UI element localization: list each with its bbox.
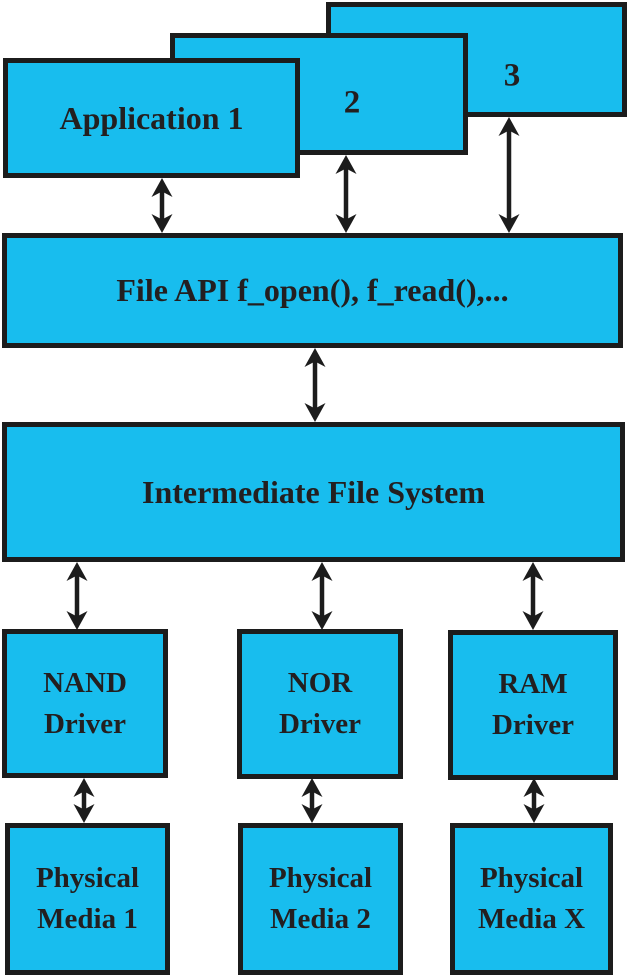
double-arrow-icon [66, 562, 88, 630]
application-2-label: 2 [343, 84, 361, 121]
nor-driver-label: NOR Driver [278, 667, 362, 740]
intermediate-file-system-box: Intermediate File System [2, 422, 625, 562]
application-1-label: Application 1 [59, 99, 244, 136]
ram-driver-box: RAM Driver [448, 630, 618, 780]
nor-driver-box: NOR Driver [237, 629, 403, 779]
physical-media-x-box: Physical Media X [450, 823, 613, 975]
application-3-label: 3 [503, 57, 521, 94]
file-api-box: File API f_open(), f_read(),... [2, 233, 623, 348]
nand-driver-box: NAND Driver [2, 629, 168, 778]
double-arrow-icon [301, 778, 323, 823]
double-arrow-icon [335, 155, 357, 233]
double-arrow-icon [73, 778, 95, 823]
double-arrow-icon [304, 348, 326, 422]
double-arrow-icon [522, 562, 544, 630]
double-arrow-icon [311, 562, 333, 630]
nand-driver-label: NAND Driver [43, 666, 127, 740]
physical-media-1-label: Physical Media 1 [35, 862, 140, 935]
double-arrow-icon [498, 117, 520, 233]
intermediate-file-system-label: Intermediate File System [141, 473, 485, 510]
physical-media-2-label: Physical Media 2 [268, 862, 373, 935]
double-arrow-icon [523, 778, 545, 823]
physical-media-1-box: Physical Media 1 [5, 823, 170, 975]
ram-driver-label: RAM Driver [491, 668, 575, 741]
double-arrow-icon [151, 178, 173, 233]
application-1-box: Application 1 [3, 58, 300, 178]
physical-media-x-label: Physical Media X [477, 862, 586, 935]
physical-media-2-box: Physical Media 2 [238, 823, 403, 975]
file-api-label: File API f_open(), f_read(),... [116, 272, 509, 308]
